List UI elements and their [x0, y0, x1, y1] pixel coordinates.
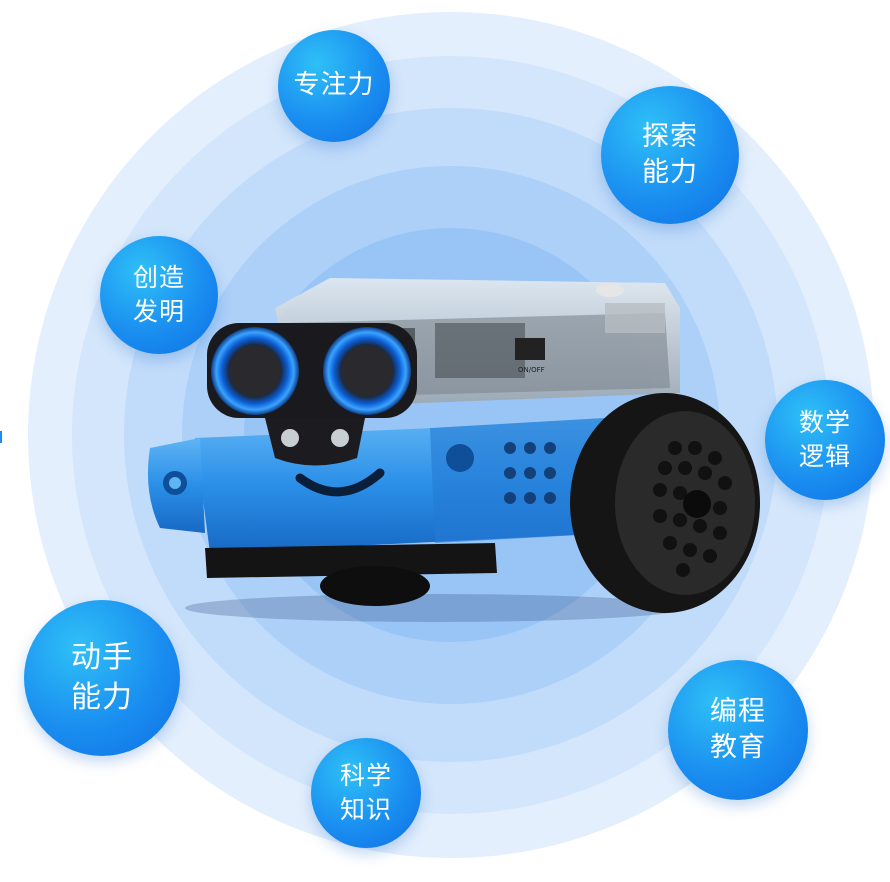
front-plate — [205, 543, 497, 578]
bubble-text: 科学 — [339, 761, 392, 791]
bubble-text: 编程 — [710, 695, 766, 727]
bubble-text: 数学 — [798, 408, 851, 438]
shadow — [185, 594, 685, 622]
robot-illustration: ON/OFF — [147, 278, 760, 622]
edge-marker — [0, 431, 2, 443]
skill-bubble-coding: 编程 教育 — [668, 660, 808, 800]
bubble-text: 逻辑 — [798, 442, 851, 471]
bubble-text: 发明 — [132, 297, 185, 326]
switch-label: ON/OFF — [518, 366, 545, 374]
bubble-text: 专注力 — [293, 70, 375, 101]
ultrasonic-sensor — [207, 323, 417, 466]
skill-bubble-hands-on: 动手 能力 — [24, 600, 180, 756]
bubble-text: 教育 — [710, 732, 766, 763]
skill-bubble-create: 创造 发明 — [100, 236, 218, 354]
caster-wheel — [320, 566, 430, 606]
bubble-text: 创造 — [132, 263, 185, 293]
skill-bubble-science: 科学 知识 — [311, 738, 421, 848]
bubble-text: 动手 — [71, 639, 133, 675]
power-switch — [515, 338, 545, 360]
skill-bubble-logic: 数学 逻辑 — [765, 380, 885, 500]
bubble-text: 知识 — [339, 795, 392, 824]
smile — [295, 468, 385, 497]
chassis — [147, 418, 615, 553]
chassis-holes — [446, 442, 556, 504]
bubble-text: 能力 — [71, 680, 133, 715]
button-cap — [596, 283, 624, 297]
bubble-text: 能力 — [642, 157, 698, 188]
skill-bubble-explore: 探索 能力 — [601, 86, 739, 224]
skill-bubble-focus: 专注力 — [278, 30, 390, 142]
bubble-text: 探索 — [642, 120, 698, 152]
wheel — [570, 393, 760, 613]
